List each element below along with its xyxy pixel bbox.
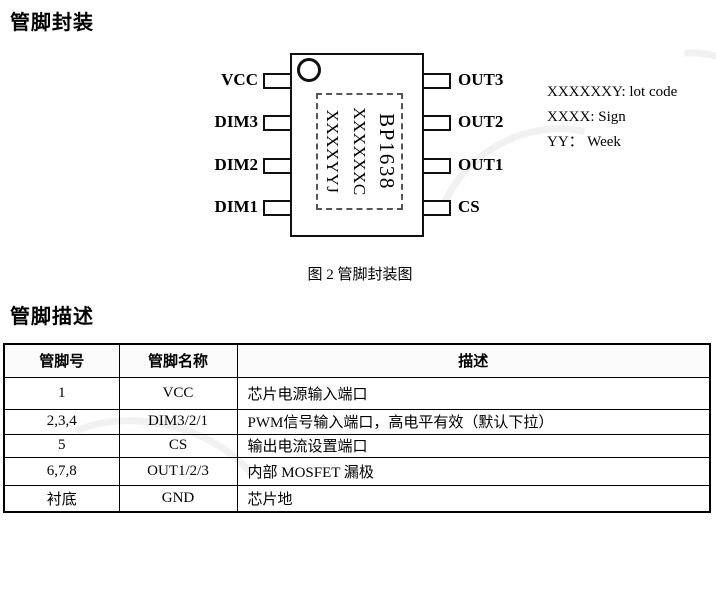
legend-lot-code: XXXXXXY: lot code [547,84,678,100]
pin-label-dim3: DIM3 [214,112,258,131]
pin1-indicator-icon [297,58,321,82]
table-row: 5 CS 输出电流设置端口 [3,433,711,458]
pin-dim3 [263,115,292,131]
pin-label-cs: CS [458,197,480,216]
table-row: 衬底 GND 芯片地 [3,484,711,513]
chip-marking-date-code: XXXXYYJ [323,109,342,194]
col-header-pin-number: 管脚号 [3,343,120,378]
chip-marking-text: BP1638 XXXXXXC XXXXYYJ [319,93,400,210]
cell-pin-name: CS [118,433,238,458]
table-row: 2,3,4 DIM3/2/1 PWM信号输入端口，高电平有效（默认下拉） [3,408,711,435]
cell-pin-description: 芯片电源输入端口 [236,376,711,410]
cell-pin-name: OUT1/2/3 [118,456,238,486]
pin-label-vcc: VCC [221,70,258,89]
legend-week: YY： Week [547,134,621,150]
pin-out1 [422,158,451,174]
section-title-pin-description: 管脚描述 [10,306,94,328]
pin-label-dim2: DIM2 [214,155,258,174]
pin-label-out2: OUT2 [458,112,504,131]
pin-description-table: 管脚号 管脚名称 描述 1 VCC 芯片电源输入端口 2,3,4 DIM3/2/… [3,343,711,513]
section-title-pin-package: 管脚封装 [10,12,94,34]
pin-vcc [263,73,292,89]
cell-pin-number: 5 [3,433,120,458]
chip-marking-part-number: BP1638 [375,113,399,190]
legend-sign: XXXX: Sign [547,109,626,125]
col-header-description: 描述 [236,343,711,378]
cell-pin-number: 1 [3,376,120,410]
cell-pin-description: 内部 MOSFET 漏极 [236,456,711,486]
cell-pin-description: 输出电流设置端口 [236,433,711,458]
table-row: 6,7,8 OUT1/2/3 内部 MOSFET 漏极 [3,456,711,486]
pin-out2 [422,115,451,131]
pin-label-dim1: DIM1 [214,197,258,216]
cell-pin-number: 2,3,4 [3,408,120,435]
cell-pin-number: 6,7,8 [3,456,120,486]
pin-dim2 [263,158,292,174]
cell-pin-description: 芯片地 [236,484,711,513]
table-header-row: 管脚号 管脚名称 描述 [3,343,711,378]
cell-pin-description: PWM信号输入端口，高电平有效（默认下拉） [236,408,711,435]
pin-label-out1: OUT1 [458,155,504,174]
col-header-pin-name: 管脚名称 [118,343,238,378]
pin-out3 [422,73,451,89]
table-row: 1 VCC 芯片电源输入端口 [3,376,711,410]
marking-legend: XXXXXXY: lot code XXXX: Sign YY： Week [547,80,677,155]
datasheet-page: 管脚封装 BP1638 XXXXXXC XXXXYYJ VCC DIM3 DIM… [3,9,716,611]
cell-pin-name: VCC [118,376,238,410]
pin-label-out3: OUT3 [458,70,504,89]
pin-cs [422,200,451,216]
chip-marking-lot-code: XXXXXXC [350,107,369,196]
pin-dim1 [263,200,292,216]
cell-pin-number: 衬底 [3,484,120,513]
figure-caption: 图 2 管脚封装图 [307,267,413,283]
cell-pin-name: DIM3/2/1 [118,408,238,435]
cell-pin-name: GND [118,484,238,513]
chip-marking-box [316,93,403,210]
